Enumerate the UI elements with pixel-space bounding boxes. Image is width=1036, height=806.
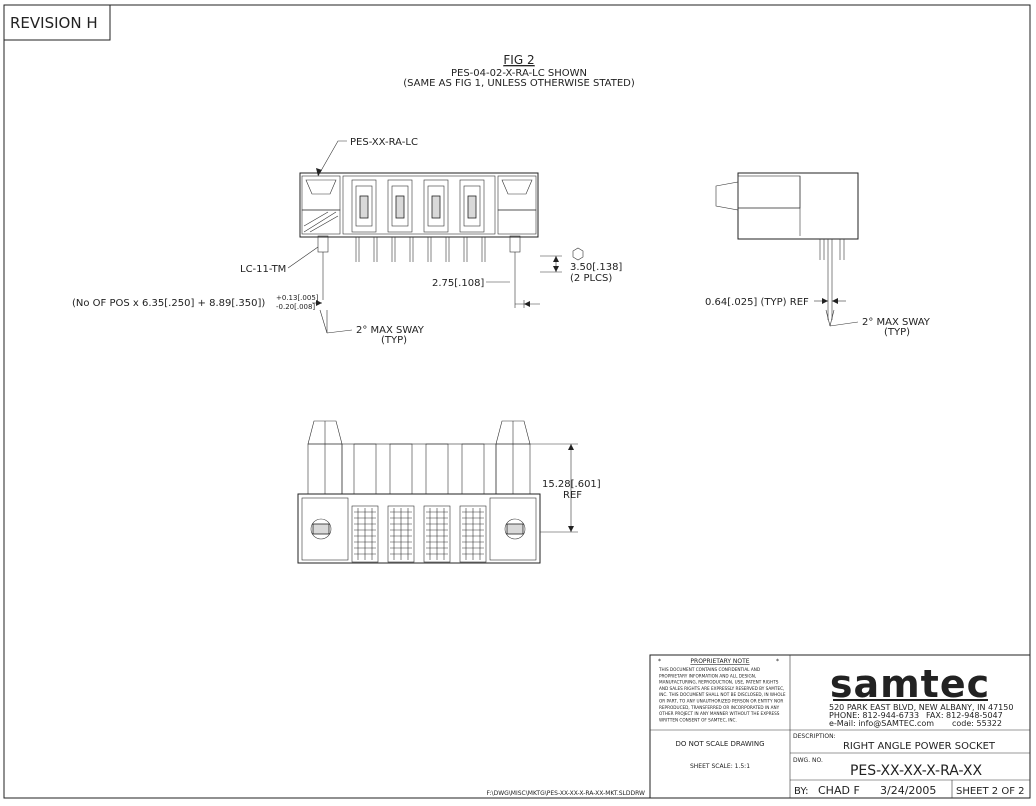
callout-sway-front-typ: (TYP) [381, 335, 407, 346]
proprietary-line: THIS DOCUMENT CONTAINS CONFIDENTIAL AND [658, 667, 760, 672]
figure-note: (SAME AS FIG 1, UNLESS OTHERWISE STATED) [403, 78, 635, 89]
callout-dim-1528: 15.28[.601] [542, 479, 601, 490]
company-address: 520 PARK EAST BLVD, NEW ALBANY, IN 47150 [829, 703, 1013, 712]
callout-dim-1528-ref: REF [563, 490, 582, 501]
proprietary-line: OTHER PROJECT IN ANY MANNER WITHOUT THE … [659, 711, 780, 716]
front-view [299, 172, 539, 300]
callout-dim-064: 0.64[.025] (TYP) REF [705, 297, 809, 308]
drawn-by: CHAD F [818, 784, 860, 797]
figure-subtitle: PES-04-02-X-RA-LC SHOWN [451, 68, 587, 79]
callout-sway-side-typ: (TYP) [884, 327, 910, 338]
proprietary-line: PROPRIETARY INFORMATION AND ALL DESIGN, [659, 673, 756, 678]
svg-text:*: * [658, 658, 661, 665]
description: RIGHT ANGLE POWER SOCKET [843, 741, 996, 752]
title-block [649, 654, 1031, 799]
file-path: F:\DWG\MISC\MKTG\PES-XX-XX-X-RA-XX-MKT.S… [487, 790, 646, 797]
proprietary-line: REPRODUCED, TRANSFERRED OR INCORPORATED … [659, 705, 780, 710]
figure-title: FIG 2 [503, 53, 534, 67]
sheet-scale: SHEET SCALE: 1.5:1 [690, 763, 750, 770]
proprietary-line: WRITTEN CONSENT OF SAMTEC, INC. [659, 717, 737, 722]
proprietary-line: OR PART, TO ANY UNAUTHORIZED PERSON OR E… [659, 699, 783, 704]
callout-latch: LC-11-TM [240, 264, 286, 275]
proprietary-line: MANUFACTURING, REPRODUCTION, USE, PATENT… [659, 680, 779, 685]
drawing-date: 3/24/2005 [880, 784, 936, 797]
callout-tol-plus: +0.13[.005] [276, 294, 319, 302]
svg-text:*: * [776, 658, 779, 665]
callout-part-number: PES-XX-RA-LC [350, 137, 418, 148]
sheet-border [3, 4, 1031, 799]
drawing-number: PES-XX-XX-X-RA-XX [850, 763, 983, 779]
callout-sway-front: 2° MAX SWAY [356, 325, 425, 336]
dwg-label: DWG. NO. [793, 757, 823, 764]
callout-sway-side: 2° MAX SWAY [862, 317, 931, 328]
description-label: DESCRIPTION: [793, 733, 836, 740]
company-email: e-Mail: info@SAMTEC.com [829, 719, 934, 728]
callout-dim-275: 2.75[.108] [432, 278, 484, 289]
bottom-view [297, 420, 541, 564]
company-fax: FAX: 812-948-5047 [926, 711, 1003, 720]
do-not-scale: DO NOT SCALE DRAWING [675, 740, 764, 748]
side-view [715, 172, 859, 320]
revision-label: REVISION H [10, 14, 98, 32]
company-code: code: 55322 [952, 719, 1002, 728]
proprietary-title: PROPRIETARY NOTE [690, 658, 749, 665]
company-phone: PHONE: 812-944-6733 [829, 711, 919, 720]
callout-dim-350: 3.50[.138] [570, 262, 622, 273]
callout-formula: (No OF POS x 6.35[.250] + 8.89[.350]) [72, 298, 265, 309]
proprietary-note: THIS DOCUMENT CONTAINS CONFIDENTIAL ANDP… [658, 667, 786, 722]
proprietary-line: AND SALES RIGHTS ARE EXPRESSLY RESERVED … [659, 686, 784, 691]
callout-dim-350-note: (2 PLCS) [570, 273, 612, 284]
samtec-logo: samtec [830, 662, 990, 706]
callout-tol-minus: -0.20[.008] [276, 303, 315, 311]
sheet-number: SHEET 2 OF 2 [956, 786, 1025, 797]
proprietary-line: INC. THIS DOCUMENT SHALL NOT BE DISCLOSE… [659, 692, 786, 697]
revision-box [3, 4, 111, 41]
by-label: BY: [794, 786, 808, 797]
